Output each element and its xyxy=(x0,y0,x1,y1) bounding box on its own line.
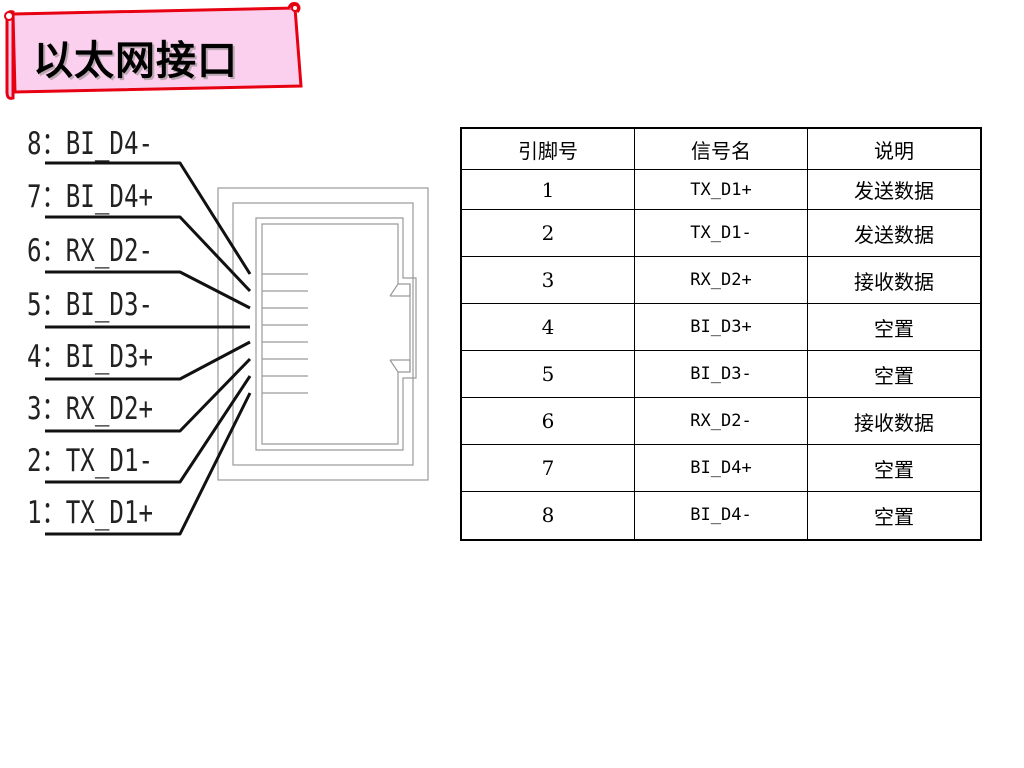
pin-label-1: 1：TX_D1+ xyxy=(27,495,154,531)
table-row: 6 RX_D2- 接收数据 xyxy=(460,397,982,445)
cell-signal: BI_D3- xyxy=(634,350,808,398)
pin-leader-lines xyxy=(45,161,252,536)
title-banner: 以太网接口 xyxy=(3,0,303,100)
cell-description: 空置 xyxy=(807,303,982,351)
cell-pin: 4 xyxy=(460,303,635,351)
rj45-pin-diagram: 8：BI_D4- 7：BI_D4+ 6：RX_D2- 5：BI_D3- 4：BI… xyxy=(0,120,440,550)
cell-description: 空置 xyxy=(807,350,982,398)
rj45-connector-drawing xyxy=(45,161,429,536)
cell-signal: RX_D2+ xyxy=(634,256,808,304)
cell-signal: BI_D4- xyxy=(634,491,808,540)
pin-label-5: 5：BI_D3- xyxy=(27,287,154,323)
table-row: 3 RX_D2+ 接收数据 xyxy=(460,256,982,304)
rj45-port-outline xyxy=(217,187,429,481)
table-row: 5 BI_D3- 空置 xyxy=(460,350,982,398)
header-pin-number: 引脚号 xyxy=(460,127,635,170)
pin-label-3: 3：RX_D2+ xyxy=(27,391,154,427)
table-row: 1 TX_D1+ 发送数据 xyxy=(460,169,982,210)
cell-description: 接收数据 xyxy=(807,256,982,304)
pin-label-8: 8：BI_D4- xyxy=(27,126,154,162)
cell-description: 发送数据 xyxy=(807,209,982,257)
page-title: 以太网接口 xyxy=(33,38,238,84)
cell-description: 空置 xyxy=(807,491,982,540)
scroll-banner-shape xyxy=(4,2,303,100)
cell-signal: RX_D2- xyxy=(634,397,808,445)
cell-pin: 5 xyxy=(460,350,635,398)
cell-description: 空置 xyxy=(807,444,982,492)
pin-label-2: 2：TX_D1- xyxy=(27,443,154,479)
header-signal-name: 信号名 xyxy=(634,127,808,170)
cell-signal: BI_D4+ xyxy=(634,444,808,492)
pin-label-4: 4：BI_D3+ xyxy=(27,339,154,375)
table-row: 8 BI_D4- 空置 xyxy=(460,491,982,540)
table-row: 4 BI_D3+ 空置 xyxy=(460,303,982,351)
table-header-row: 引脚号 信号名 说明 xyxy=(460,127,982,170)
cell-pin: 6 xyxy=(460,397,635,445)
cell-signal: BI_D3+ xyxy=(634,303,808,351)
cell-signal: TX_D1- xyxy=(634,209,808,257)
table-row: 2 TX_D1- 发送数据 xyxy=(460,209,982,257)
cell-pin: 7 xyxy=(460,444,635,492)
cell-description: 接收数据 xyxy=(807,397,982,445)
cell-description: 发送数据 xyxy=(807,169,982,210)
cell-pin: 8 xyxy=(460,491,635,540)
pin-assignment-table: 引脚号 信号名 说明 1 TX_D1+ 发送数据 2 TX_D1- 发送数据 3… xyxy=(460,127,982,541)
header-description: 说明 xyxy=(807,127,982,170)
cell-pin: 1 xyxy=(460,169,635,210)
table-row: 7 BI_D4+ 空置 xyxy=(460,444,982,492)
cell-pin: 3 xyxy=(460,256,635,304)
rj45-contact-pins xyxy=(262,273,308,394)
cell-pin: 2 xyxy=(460,209,635,257)
pin-label-6: 6：RX_D2- xyxy=(27,233,154,269)
pin-label-7: 7：BI_D4+ xyxy=(27,179,154,215)
cell-signal: TX_D1+ xyxy=(634,169,808,210)
